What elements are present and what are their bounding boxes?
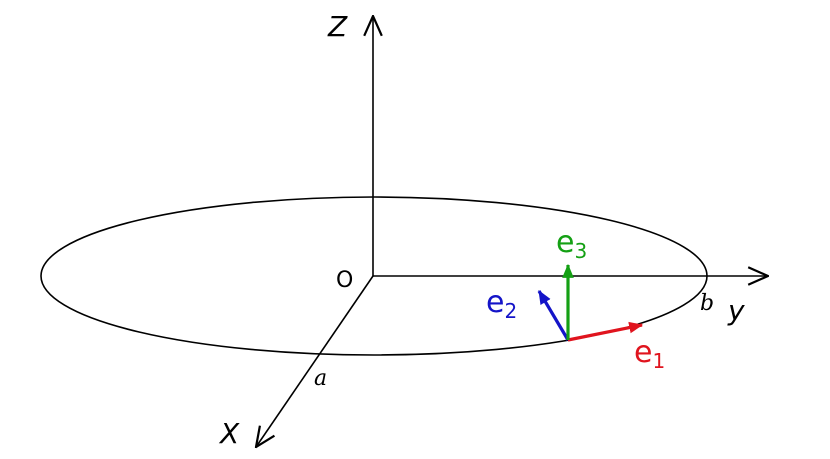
vector-e2-arrow [537, 289, 570, 341]
vector-e1-arrow [567, 321, 644, 342]
x-axis-label: X [218, 417, 240, 450]
point-b-label: b [700, 291, 714, 316]
vector-e3-label: e3 [556, 225, 587, 263]
z-axis-label: Z [327, 10, 348, 43]
vector-e2-label: e2 [486, 285, 517, 323]
vector-e1-label: e1 [634, 335, 665, 373]
origin-label: O [336, 268, 353, 293]
x-axis [256, 275, 374, 447]
y-axis-label: y [727, 294, 745, 327]
point-a-label: a [314, 366, 327, 391]
